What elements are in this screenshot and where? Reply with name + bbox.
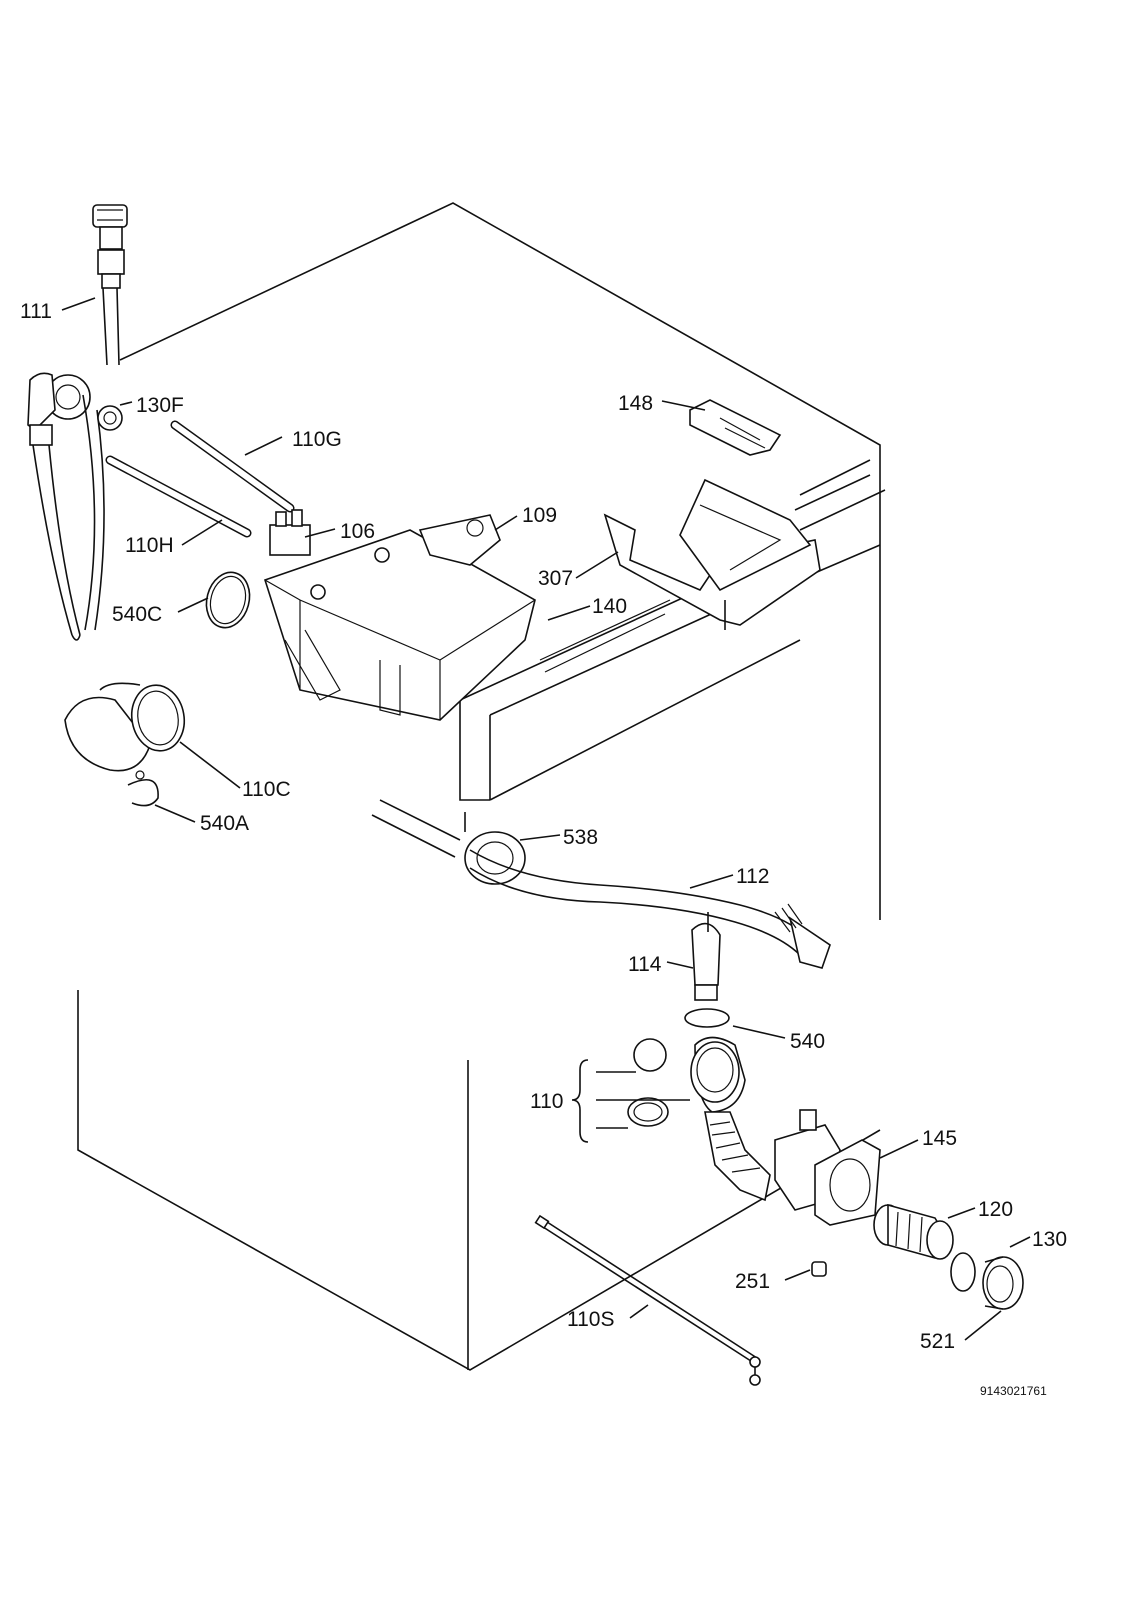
label-140: 140 [592, 595, 627, 618]
label-540: 540 [790, 1030, 825, 1053]
label-110h: 110H [125, 534, 174, 557]
label-110c: 110C [242, 778, 291, 801]
label-251: 251 [735, 1270, 770, 1293]
leader-lines [61, 297, 1031, 1341]
hoses-110g-110h [105, 420, 295, 538]
part-labels: 111 130F 110G 110H 106 109 148 307 140 5… [20, 300, 1067, 1398]
label-148: 148 [618, 392, 653, 415]
label-110: 110 [530, 1090, 563, 1113]
ring-130 [950, 1252, 976, 1292]
cap-521 [982, 1256, 1024, 1310]
label-110g: 110G [292, 428, 342, 451]
label-110s: 110S [567, 1308, 615, 1331]
label-521: 521 [920, 1330, 955, 1353]
filter-120 [873, 1203, 954, 1260]
drain-hose-112 [469, 849, 831, 969]
label-540c: 540C [112, 603, 162, 626]
ring-540 [684, 1008, 730, 1028]
dispenser-housing-140 [264, 514, 536, 721]
bellows-110c [64, 682, 186, 772]
label-538: 538 [563, 826, 598, 849]
label-120: 120 [978, 1198, 1013, 1221]
drawer-307 [603, 478, 821, 630]
cabinet-outline [77, 202, 886, 1371]
sensor-114 [691, 912, 721, 1001]
grommet-538 [464, 831, 526, 885]
label-540a: 540A [200, 812, 249, 835]
hose-110s [534, 1214, 761, 1386]
label-145: 145 [922, 1127, 957, 1150]
label-112: 112 [736, 865, 769, 888]
panel-148 [689, 399, 782, 456]
sump-110 [627, 1036, 771, 1202]
pump-145 [774, 1109, 881, 1226]
clamp-540a [127, 770, 159, 807]
nut-130f [97, 405, 123, 431]
label-114: 114 [628, 953, 662, 976]
cap-251 [811, 1261, 827, 1277]
label-307: 307 [538, 567, 573, 590]
label-111: 111 [20, 300, 52, 323]
label-130: 130 [1032, 1228, 1067, 1251]
clamp-540c [205, 571, 251, 629]
label-109: 109 [522, 504, 557, 527]
label-130f: 130F [136, 394, 184, 417]
label-106: 106 [340, 520, 375, 543]
inlet-hose-111 [27, 204, 128, 641]
valve-106 [269, 509, 311, 556]
drawing-number: 9143021761 [980, 1384, 1047, 1398]
